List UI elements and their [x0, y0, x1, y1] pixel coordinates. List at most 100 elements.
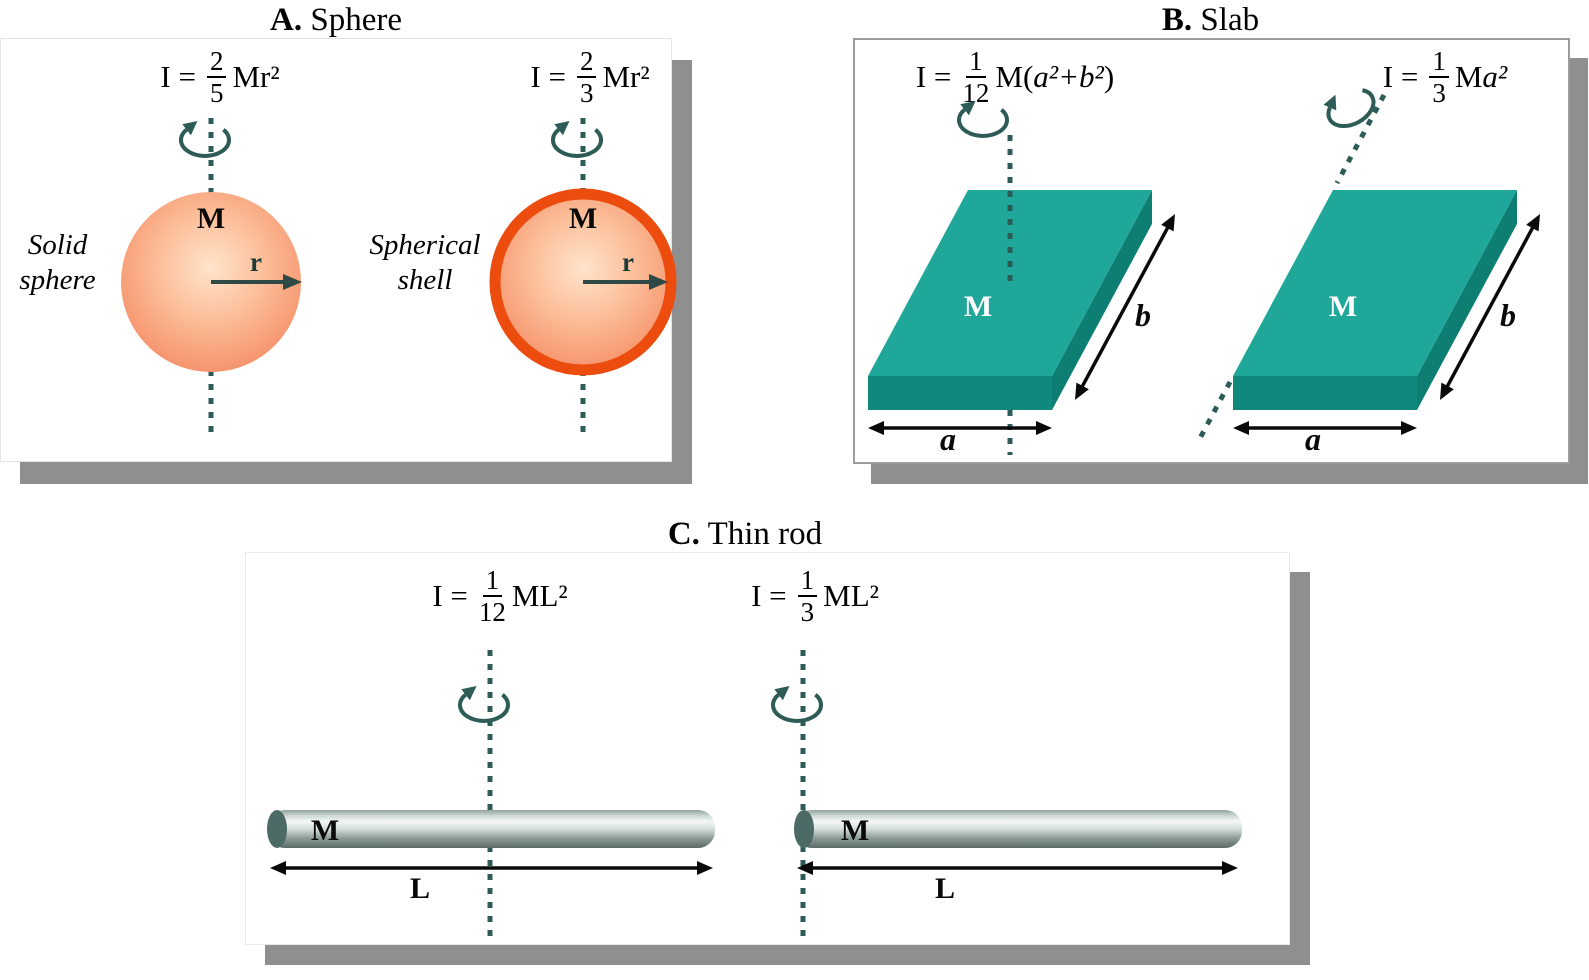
formula-term: ML² — [823, 578, 879, 613]
formula-prefix: I = — [915, 59, 952, 94]
dim-a-label: a — [1305, 421, 1321, 457]
panel-a-title-letter: A. — [270, 2, 303, 38]
rotation-arrow — [1323, 88, 1376, 128]
length-label: L — [410, 872, 430, 905]
fraction-numerator: 2 — [576, 46, 597, 78]
shell-rotation-arrow — [551, 121, 603, 158]
formula-prefix: I = — [432, 578, 468, 613]
fraction-numerator: 1 — [1429, 46, 1449, 78]
caption-line2: sphere — [19, 264, 96, 297]
formula-prefix: I = — [751, 578, 787, 613]
formula-spherical-shell: I = 2 3 Mr² — [490, 44, 690, 110]
rotation-arrow — [957, 101, 1009, 138]
dimension-arrow-L — [797, 861, 1238, 875]
solid-sphere-radius-arrow — [211, 274, 302, 290]
formula-fraction: 1 12 — [479, 565, 506, 627]
formula-slab-center: I = 1 12 M(a²+b²) — [890, 44, 1140, 110]
dimension-arrow-b — [1440, 214, 1540, 400]
solid-sphere-caption: Solid sphere — [0, 228, 115, 299]
formula-term: ML² — [511, 578, 568, 613]
fraction-denominator: 3 — [800, 597, 815, 627]
slab-edge-axis-figure: a b M — [1196, 88, 1540, 457]
dim-b-label: b — [1500, 297, 1516, 333]
panel-b-graphic: a b M a b M — [868, 88, 1540, 457]
panel-b-title: B. Slab — [853, 2, 1568, 39]
formula-fraction: 2 3 — [576, 46, 597, 108]
formula-prefix: I = — [160, 59, 196, 94]
caption-line1: Solid — [27, 229, 88, 261]
formula-term: M — [1454, 59, 1483, 94]
panel-a-graphic: r M r M — [121, 118, 677, 440]
fraction-numerator: 1 — [966, 46, 986, 78]
formula-fraction: 1 12 — [962, 46, 989, 108]
rod-end-cap — [794, 810, 814, 848]
fraction-numerator: 2 — [206, 46, 227, 78]
fraction-denominator: 3 — [579, 78, 594, 108]
formula-rod-center: I = 1 12 ML² — [400, 563, 600, 629]
slab-side-face — [1052, 190, 1152, 410]
panel-a-title: A. Sphere — [0, 2, 672, 39]
shell-radius-label: r — [622, 247, 634, 277]
panel-c-title-letter: C. — [667, 516, 700, 552]
fraction-numerator: 1 — [482, 565, 503, 597]
spherical-shell-caption: Spherical shell — [350, 228, 500, 299]
rod-mass-label: M — [841, 814, 869, 847]
formula-term: M( — [995, 59, 1034, 94]
rod-cylinder — [268, 810, 715, 848]
solid-sphere-radius-label: r — [250, 247, 262, 277]
slab-edge-axis-upper — [1334, 93, 1387, 185]
solid-sphere-rotation-arrow — [179, 121, 231, 158]
dimension-arrow-L — [270, 861, 713, 875]
rod-end-axis-figure: L M — [771, 650, 1242, 940]
length-label: L — [935, 872, 955, 905]
fraction-numerator: 1 — [797, 565, 818, 597]
panel-b-title-text: Slab — [1192, 2, 1260, 38]
caption-line1: Spherical — [369, 229, 481, 261]
fraction-denominator: 5 — [209, 78, 224, 108]
panel-c-graphic: L M L M — [267, 650, 1242, 940]
slab-center-axis-figure: a b M — [868, 101, 1175, 457]
formula-term: Mr² — [602, 59, 650, 94]
panel-c-title: C. Thin rod — [225, 516, 1265, 553]
formula-fraction: 1 3 — [797, 565, 818, 627]
slab-edge-axis-lower — [1196, 380, 1233, 442]
dimension-arrow-a — [868, 421, 1052, 435]
slab-front-face — [868, 376, 1052, 410]
dim-a-label: a — [940, 421, 956, 457]
formula-term-italic: a² — [1482, 59, 1508, 94]
rotation-arrow — [771, 686, 823, 723]
formula-term: Mr² — [232, 59, 280, 94]
caption-line2: shell — [397, 264, 453, 297]
formula-fraction: 1 3 — [1429, 46, 1449, 108]
slab-front-face — [1233, 376, 1417, 410]
panel-a-title-text: Sphere — [302, 2, 402, 38]
slab-side-face — [1417, 190, 1517, 410]
rod-mass-label: M — [311, 814, 339, 847]
rod-center-axis-figure: L M — [267, 650, 715, 940]
panel-c-title-text: Thin rod — [699, 516, 823, 552]
slab-top-face — [1233, 190, 1517, 376]
fraction-denominator: 12 — [962, 78, 990, 108]
dimension-arrow-b — [1075, 214, 1175, 400]
formula-prefix: I = — [530, 59, 566, 94]
panel-c-box — [245, 552, 1290, 945]
slab-mass-label: M — [964, 290, 992, 323]
slab-mass-label: M — [1329, 290, 1357, 323]
shell-mass-label: M — [569, 202, 597, 235]
slab-top-face — [868, 190, 1152, 376]
rod-cylinder — [795, 810, 1242, 848]
formula-term-close: ) — [1103, 59, 1115, 94]
formula-solid-sphere: I = 2 5 Mr² — [120, 44, 320, 110]
dim-b-label: b — [1135, 297, 1151, 333]
fraction-denominator: 12 — [478, 597, 506, 627]
rod-end-cap — [267, 810, 287, 848]
formula-prefix: I = — [1382, 59, 1419, 94]
solid-sphere-mass-label: M — [197, 202, 225, 235]
formula-fraction: 2 5 — [206, 46, 227, 108]
formula-rod-end: I = 1 3 ML² — [715, 563, 915, 629]
panel-b-title-letter: B. — [1161, 2, 1193, 38]
shell-radius-arrow — [583, 274, 668, 290]
fraction-denominator: 3 — [1432, 78, 1446, 108]
